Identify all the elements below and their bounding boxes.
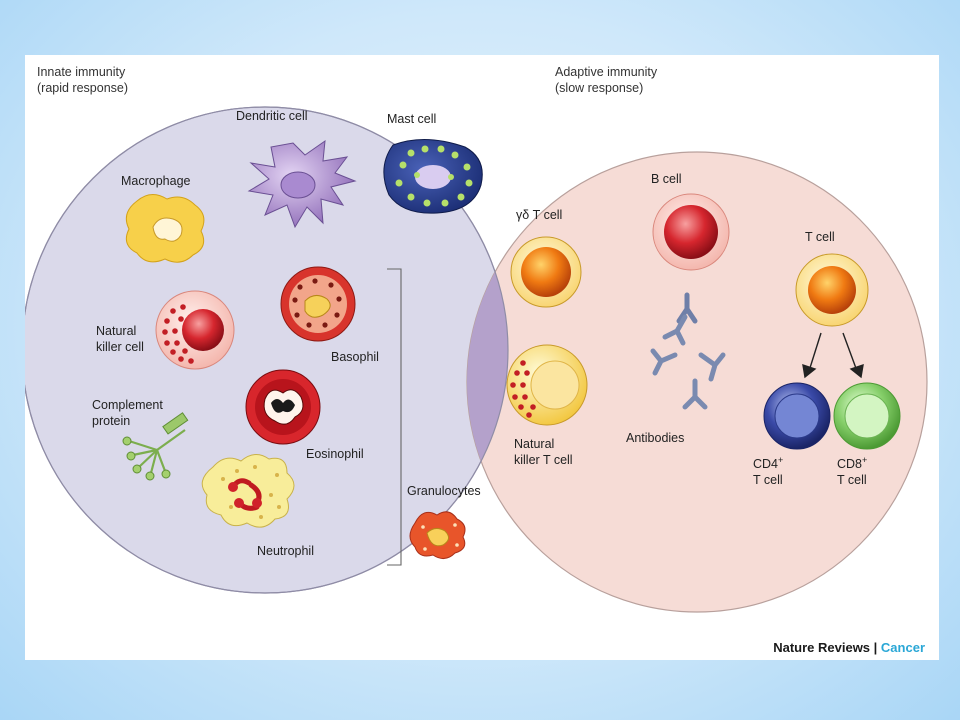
complement-protein-label-line2: protein	[92, 414, 130, 428]
cd4-t-cell-label-line1: CD4+	[753, 455, 783, 471]
macrophage-icon	[125, 194, 205, 263]
gamma-delta-t-cell-icon	[510, 236, 582, 308]
dendritic-cell-label: Dendritic cell	[236, 109, 308, 123]
mast-cell-label: Mast cell	[387, 112, 436, 126]
differentiation-arrows	[802, 332, 864, 379]
t-cell-icon	[795, 253, 869, 327]
basophil-label: Basophil	[331, 350, 379, 364]
granulocytes-bracket	[387, 268, 402, 566]
b-cell-label: B cell	[651, 172, 682, 186]
innate-title: Innate immunity	[37, 65, 126, 79]
cd8-t-cell-label-line1: CD8+	[837, 455, 867, 471]
natural-killer-t-cell-label-line2: killer T cell	[514, 453, 573, 467]
natural-killer-cell-icon	[155, 290, 235, 370]
basophil-icon	[280, 266, 356, 342]
complement-protein-icon	[122, 412, 189, 481]
innate-subtitle: (rapid response)	[37, 81, 128, 95]
cd8-t-cell-icon	[833, 382, 901, 450]
complement-protein-label-line1: Complement	[92, 398, 163, 412]
natural-killer-t-cell-icon	[506, 344, 588, 426]
eosinophil-icon	[245, 369, 321, 445]
immunity-venn-diagram: Innate immunity (rapid response) Adaptiv…	[25, 65, 928, 655]
eosinophil-label: Eosinophil	[306, 447, 364, 461]
natural-killer-cell-label-line1: Natural	[96, 324, 136, 338]
macrophage-label: Macrophage	[121, 174, 191, 188]
granulocyte-icon	[409, 511, 466, 559]
natural-killer-cell-label-line2: killer cell	[96, 340, 144, 354]
cd4-t-cell-label-line2: T cell	[753, 473, 783, 487]
adaptive-subtitle: (slow response)	[555, 81, 643, 95]
antibodies-label: Antibodies	[626, 431, 684, 445]
cd4-t-cell-icon	[763, 382, 831, 450]
figure-panel: Innate immunity (rapid response) Adaptiv…	[25, 55, 939, 660]
dendritic-cell-icon	[247, 139, 357, 229]
cd8-t-cell-label-line2: T cell	[837, 473, 867, 487]
granulocytes-label: Granulocytes	[407, 484, 481, 498]
mast-cell-icon	[383, 138, 483, 214]
t-cell-label: T cell	[805, 230, 835, 244]
journal-credit: Nature Reviews | Cancer	[773, 640, 925, 655]
adaptive-title: Adaptive immunity	[555, 65, 658, 79]
neutrophil-label: Neutrophil	[257, 544, 314, 558]
natural-killer-t-cell-label-line1: Natural	[514, 437, 554, 451]
antibodies-icon	[650, 292, 726, 410]
b-cell-icon	[652, 193, 730, 271]
neutrophil-icon	[201, 454, 295, 528]
gamma-delta-t-cell-label: γδ T cell	[516, 208, 562, 222]
